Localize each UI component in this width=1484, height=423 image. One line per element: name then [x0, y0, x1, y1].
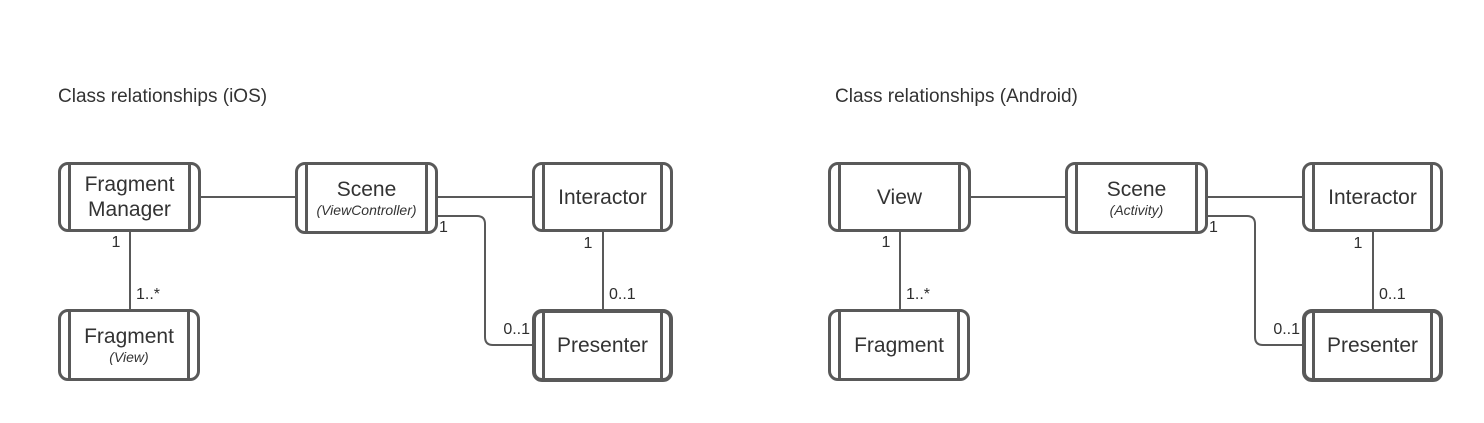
class-box-label: Presenter [556, 334, 649, 357]
class-box-label: Presenter [1326, 334, 1419, 357]
class-box-fragment: Fragment (View) [58, 309, 200, 381]
class-box-fragment-manager: Fragment Manager [58, 162, 201, 232]
class-box-label: Fragment [854, 333, 944, 357]
multiplicity-scene-right: 1 [439, 219, 448, 236]
class-box-sublabel: (View) [109, 349, 149, 365]
multiplicity-fragment-top: 1..* [906, 286, 931, 303]
diagram-title-android: Class relationships (Android) [835, 86, 1078, 107]
class-box-label: Fragment [84, 325, 174, 348]
class-box-interactor: Interactor [1302, 162, 1443, 232]
multiplicity-presenter-top: 0..1 [609, 286, 636, 303]
multiplicity-fragment-top: 1..* [136, 286, 161, 303]
connector-lines-android [899, 196, 1374, 346]
class-box-sublabel: (ViewController) [316, 202, 417, 218]
multiplicity-manager-bottom: 1 [111, 234, 121, 251]
class-box-presenter: Presenter [532, 309, 673, 382]
diagram-ios: Class relationships (iOS) Fragment Manag… [0, 0, 714, 423]
class-box-label: View [876, 185, 923, 209]
class-box-label: Interactor [1328, 185, 1417, 209]
multiplicity-interactor-bottom: 1 [583, 235, 593, 252]
multiplicity-scene-right: 1 [1209, 219, 1218, 236]
class-box-label: Scene [336, 178, 397, 201]
class-box-presenter: Presenter [1302, 309, 1443, 382]
connector-scene-presenter [1208, 215, 1302, 346]
class-box-scene: Scene (ViewController) [295, 162, 438, 234]
class-box-sublabel: (Activity) [1109, 202, 1164, 218]
multiplicity-view-bottom: 1 [881, 234, 891, 251]
connector-lines-ios [129, 196, 604, 346]
diagram-android: Class relationships (Android) View Scene… [770, 0, 1484, 423]
diagram-title-ios: Class relationships (iOS) [58, 86, 268, 107]
multiplicity-presenter-left: 0..1 [503, 321, 530, 338]
class-box-scene: Scene (Activity) [1065, 162, 1208, 234]
multiplicity-interactor-bottom: 1 [1353, 235, 1363, 252]
multiplicity-presenter-left: 0..1 [1273, 321, 1300, 338]
multiplicity-presenter-top: 0..1 [1379, 286, 1406, 303]
class-box-label: Scene [1106, 178, 1167, 201]
connector-scene-presenter [438, 215, 532, 346]
class-box-interactor: Interactor [532, 162, 673, 232]
class-box-label: Fragment Manager [84, 173, 175, 221]
class-box-label: Interactor [558, 185, 647, 209]
class-box-fragment: Fragment [828, 309, 970, 381]
class-box-view: View [828, 162, 971, 232]
